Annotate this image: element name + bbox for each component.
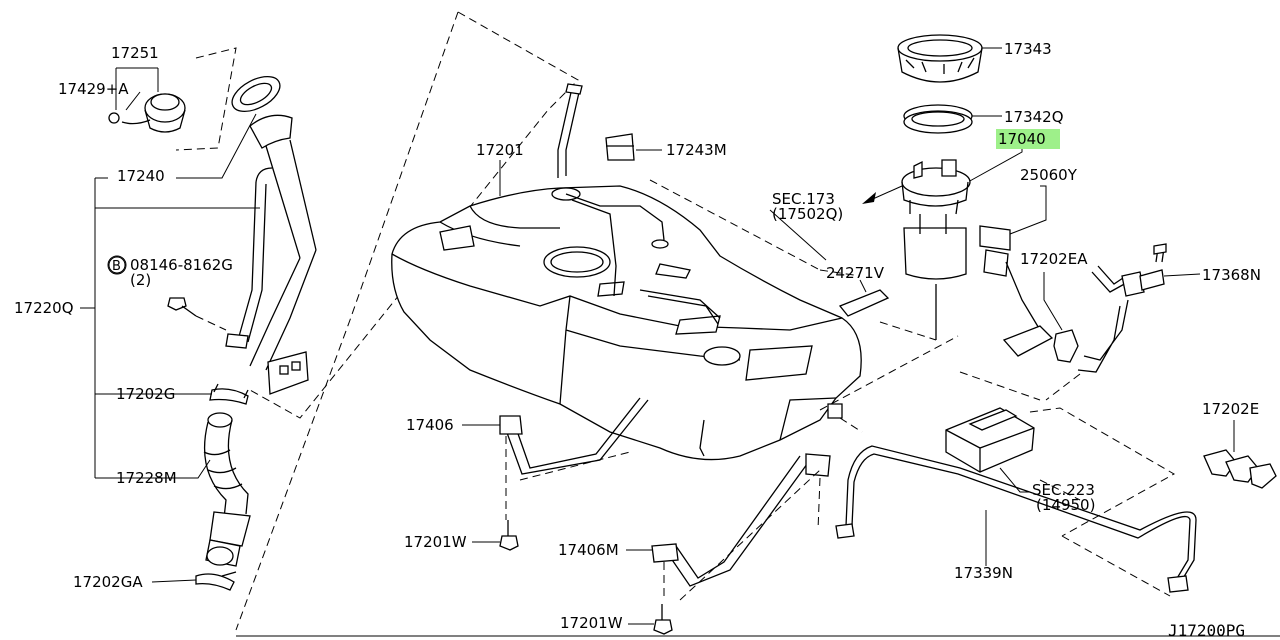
label-17406: 17406: [406, 416, 454, 434]
label-17251: 17251: [111, 44, 159, 62]
diagram-code: J17200PG: [1168, 621, 1245, 640]
label-17429-a: 17429+A: [58, 80, 129, 98]
label-17243m: 17243M: [666, 141, 727, 159]
label-17202e: 17202E: [1202, 400, 1259, 418]
tank-straps-drawing: [462, 397, 831, 635]
label-sec-223-sub: (14950): [1036, 496, 1095, 514]
label-sec-173-sub: (17502Q): [772, 205, 843, 223]
label-17368n: 17368N: [1202, 266, 1261, 284]
label-17201w-a: 17201W: [404, 533, 467, 551]
label-17040: 17040: [998, 130, 1046, 148]
highlight-17040: [996, 129, 1060, 149]
label-17201w-b: 17201W: [560, 614, 623, 632]
label-17343: 17343: [1004, 40, 1052, 58]
clip-drawing: [1203, 449, 1277, 489]
fuel-cap-drawing: [108, 93, 186, 133]
label-17220q: 17220Q: [14, 299, 74, 317]
label-17201: 17201: [476, 141, 524, 159]
fuel-tank-drawing: [391, 83, 959, 461]
bolt-marker: B: [112, 259, 121, 274]
label-17339n: 17339N: [954, 564, 1013, 582]
label-17342q: 17342Q: [1004, 108, 1064, 126]
part-labels: 17251 17429+A 17240 B 08146-8162G (2) 17…: [14, 40, 1261, 640]
label-17406m: 17406M: [558, 541, 619, 559]
label-17202ea: 17202EA: [1020, 250, 1088, 268]
label-17240: 17240: [117, 167, 165, 185]
label-sec-223: SEC.223: [1032, 481, 1095, 499]
label-08146-8162g: 08146-8162G: [130, 256, 233, 274]
label-24271v: 24271V: [826, 264, 885, 282]
label-17202ga: 17202GA: [73, 573, 143, 591]
label-25060y: 25060Y: [1020, 166, 1078, 184]
label-sec-173: SEC.173: [772, 190, 835, 208]
bolt-marker-circle: [108, 256, 126, 274]
label-17202g: 17202G: [116, 385, 175, 403]
label-08146-qty: (2): [130, 271, 151, 289]
filler-group: [80, 11, 579, 631]
label-17228m: 17228M: [116, 469, 177, 487]
hose-drawing: [203, 412, 251, 567]
bolt-drawing: [107, 255, 227, 331]
filler-pipe-drawing: [225, 75, 317, 395]
